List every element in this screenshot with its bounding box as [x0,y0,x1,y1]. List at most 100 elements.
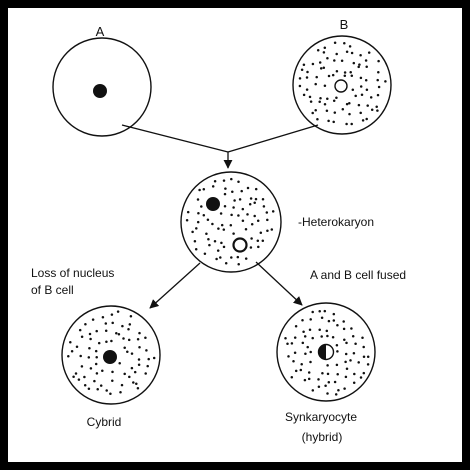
cytoplasm-dot [217,249,220,252]
cytoplasm-dot [304,335,307,338]
cytoplasm-dot [100,384,103,387]
cytoplasm-dot [207,238,210,241]
cytoplasm-dot [242,220,245,223]
cytoplasm-dot [132,381,135,384]
cytoplasm-dot [109,393,112,396]
cytoplasm-dot [224,205,227,208]
cytoplasm-dot [121,325,124,328]
cytoplasm-dot [81,335,84,338]
cytoplasm-dot [294,336,297,339]
cytoplasm-dot [253,202,256,205]
cytoplasm-dot [187,211,190,214]
cytoplasm-dot [359,112,362,115]
cytoplasm-dot [366,88,369,91]
cytoplasm-dot [365,79,368,82]
cytoplasm-dot [304,352,307,355]
cytoplasm-dot [335,53,338,56]
cytoplasm-dot [314,83,317,86]
cytoplasm-dot [360,77,363,80]
cytoplasm-dot [197,212,200,215]
cytoplasm-dot [67,355,70,358]
cytoplasm-dot [346,103,349,106]
cytoplasm-dot [353,382,356,385]
cytoplasm-dot [84,323,87,326]
cytoplasm-dot [352,335,355,338]
cytoplasm-dot [250,237,253,240]
cytoplasm-dot [295,370,298,373]
cytoplasm-dot [350,123,353,126]
left-branch-label-line1: Loss of nucleus [31,266,114,280]
cytoplasm-dot [233,199,236,202]
cytoplasm-dot [205,232,208,235]
cytoplasm-dot [137,338,140,341]
cytoplasm-dot [349,71,352,74]
cytoplasm-dot [93,380,96,383]
heterokaryon-cell [181,172,281,272]
cytoplasm-dot [237,256,240,259]
cytoplasm-dot [351,52,354,55]
cytoplasm-dot [368,51,371,54]
cytoplasm-dot [354,343,357,346]
cytoplasm-dot [207,218,210,221]
cytoplasm-dot [377,94,380,97]
cytoplasm-dot [98,342,101,345]
cytoplasm-dot [89,333,92,336]
cytoplasm-dot [346,51,349,54]
cytoplasm-dot [138,346,141,349]
cytoplasm-dot [321,372,324,375]
cytoplasm-dot [308,371,311,374]
cytoplasm-dot [128,376,131,379]
cytoplasm-dot [145,349,148,352]
cytoplasm-dot [370,96,373,99]
cell-b-nucleus [335,80,347,92]
cytoplasm-dot [250,246,253,249]
cytoplasm-dot [240,190,243,193]
synkaryocyte-label-line1: Synkaryocyte [285,410,357,424]
cytoplasm-dot [89,338,92,341]
cytoplasm-dot [366,104,369,107]
cytoplasm-dot [299,77,302,80]
cytoplasm-dot [303,63,306,66]
cytoplasm-dot [335,393,338,396]
cytoplasm-dot [223,228,226,231]
cytoplasm-dot [266,211,269,214]
cytoplasm-dot [214,180,217,183]
cytoplasm-dot [309,318,312,321]
cytoplasm-dot [211,223,214,226]
cytoplasm-dot [344,361,347,364]
cytoplasm-dot [336,344,339,347]
cytoplasm-dot [232,206,235,209]
cytoplasm-dot [217,227,220,230]
cytoplasm-dot [318,100,321,103]
cytoplasm-dot [306,71,309,74]
cytoplasm-dot [378,86,381,89]
cytoplasm-dot [311,337,314,340]
cytoplasm-dot [88,388,91,391]
cytoplasm-dot [118,333,121,336]
cytoplasm-dot [348,102,351,105]
cytoplasm-dot [309,96,312,99]
cytoplasm-dot [253,215,256,218]
left-branch-label-line2: of B cell [31,283,74,297]
cytoplasm-dot [260,231,263,234]
cytoplasm-dot [237,263,240,266]
cytoplasm-dot [147,358,150,361]
cytoplasm-dot [332,336,335,339]
cytoplasm-dot [242,208,245,211]
cytoplasm-dot [119,391,122,394]
cytoplasm-dot [122,337,125,340]
cytoplasm-dot [195,227,198,230]
cytoplasm-dot [71,350,74,353]
cytoplasm-dot [232,232,235,235]
cytoplasm-dot [363,355,366,358]
cytoplasm-dot [334,111,337,114]
cytoplasm-dot [84,384,87,387]
cytoplasm-dot [208,244,211,247]
cybrid-cell [62,306,160,404]
cytoplasm-dot [336,373,339,376]
cytoplasm-dot [343,328,346,331]
cytoplasm-dot [105,322,108,325]
cytoplasm-dot [316,118,319,121]
cytoplasm-dot [384,80,387,83]
cytoplasm-dot [324,310,327,313]
